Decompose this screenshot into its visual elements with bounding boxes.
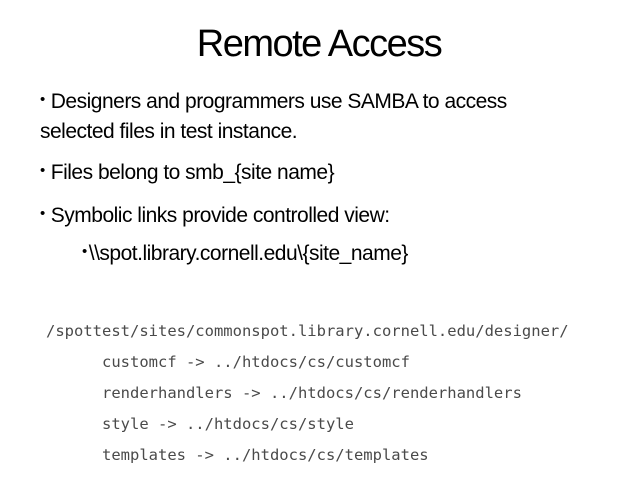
bullet-icon: •: [40, 204, 45, 222]
code-line: templates -> ../htdocs/cs/templates: [46, 445, 429, 464]
code-block: /spottest/sites/commonspot.library.corne…: [0, 316, 638, 471]
bullet-list: •Designers and programmers use SAMBA to …: [0, 88, 600, 270]
bullet-item: • Files belong to smb_{site name}: [40, 159, 585, 189]
code-line: customcf -> ../htdocs/cs/customcf: [46, 352, 410, 371]
bullet-text: Designers and programmers use SAMBA to a…: [40, 89, 507, 143]
bullet-icon: •: [82, 242, 87, 260]
bullet-item-sub: •\\spot.library.cornell.edu\{site_name}: [40, 240, 585, 270]
bullet-icon: •: [40, 161, 45, 179]
code-line: style -> ../htdocs/cs/style: [46, 414, 354, 433]
bullet-icon: •: [40, 90, 45, 108]
code-line: renderhandlers -> ../htdocs/cs/renderhan…: [46, 383, 522, 402]
bullet-text: \\spot.library.cornell.edu\{site_name}: [88, 241, 409, 265]
bullet-item: •Designers and programmers use SAMBA to …: [40, 88, 585, 146]
bullet-text: Files belong to smb_{site name}: [50, 160, 335, 184]
bullet-text: Symbolic links provide controlled view:: [50, 203, 390, 227]
code-line: /spottest/sites/commonspot.library.corne…: [46, 321, 569, 340]
bullet-item: • Symbolic links provide controlled view:: [40, 202, 585, 232]
slide-title: Remote Access: [196, 23, 443, 65]
